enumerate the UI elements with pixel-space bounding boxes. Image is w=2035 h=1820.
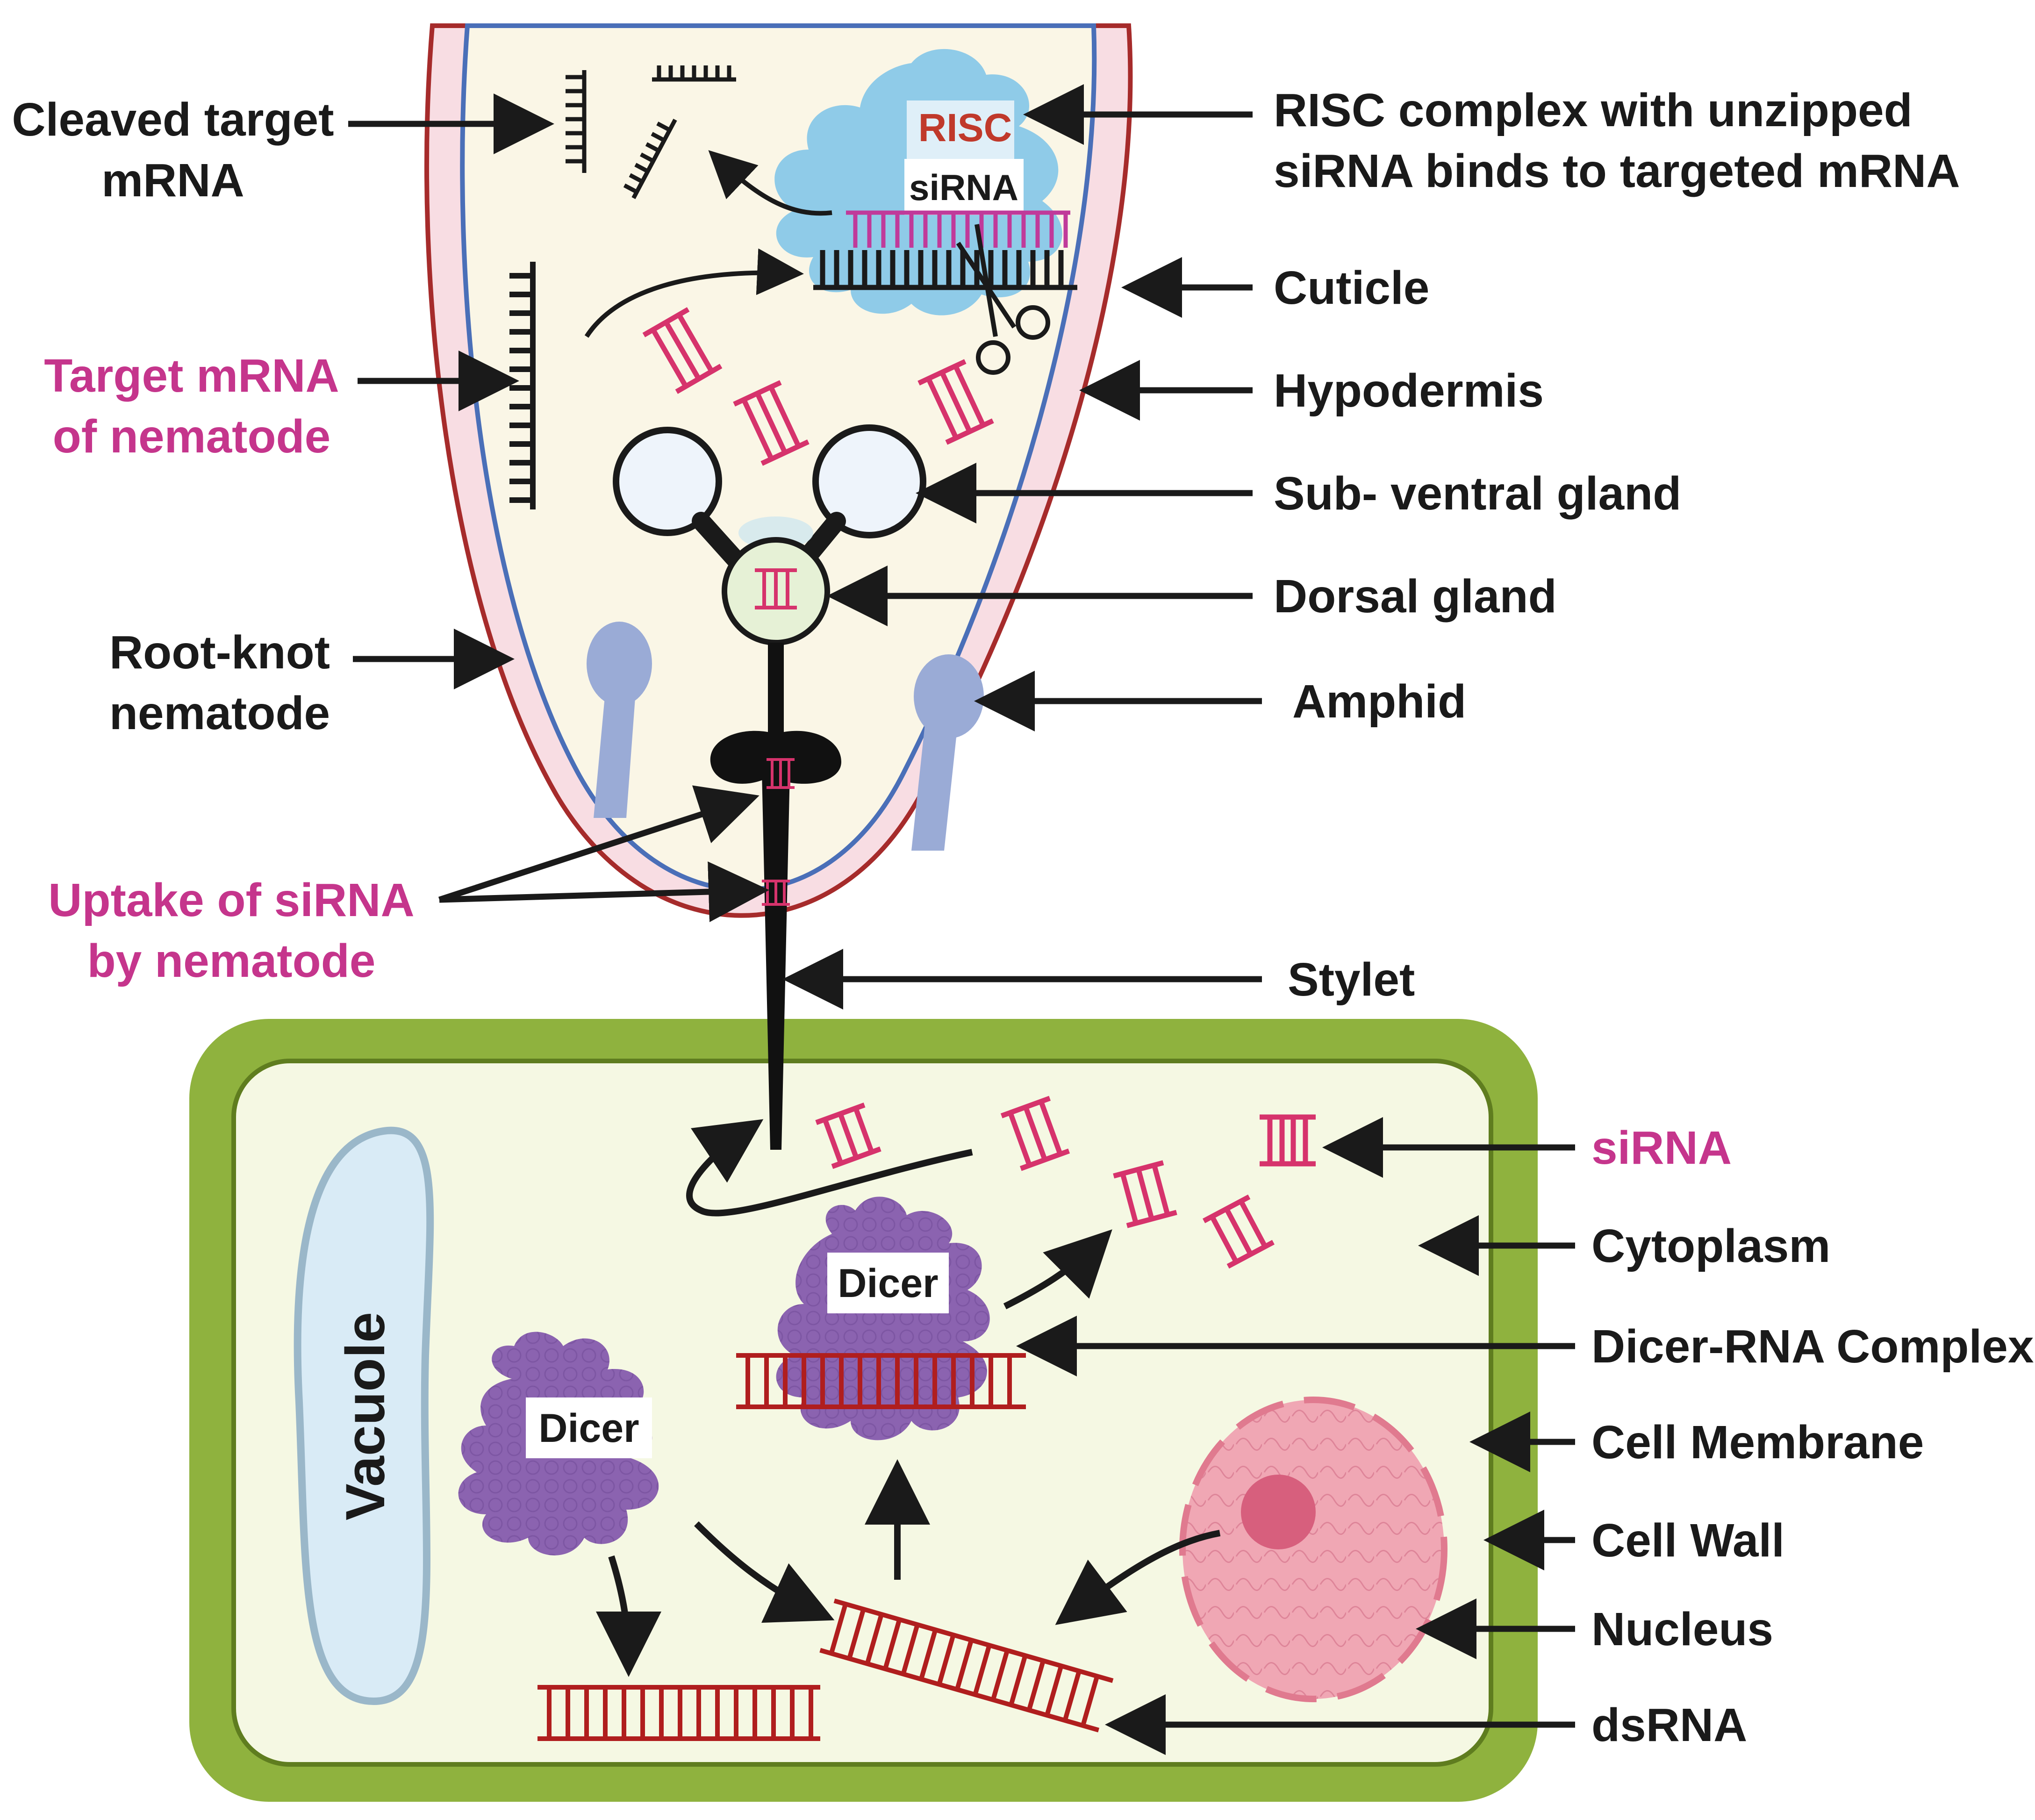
dicer-center-label: Dicer (838, 1261, 938, 1306)
dorsal-gland (722, 537, 830, 645)
scissors-icon (956, 224, 1050, 375)
vacuole-label: Vacuole (335, 1312, 396, 1520)
nucleus (1179, 1397, 1447, 1702)
sirna-fragments-nematode (642, 307, 994, 466)
cell-process-arrows (595, 1119, 1221, 1677)
amphid-right (911, 654, 984, 851)
label-uptake-2: by nematode (87, 935, 376, 987)
label-subventral: Sub- ventral gland (1274, 467, 1681, 520)
label-hypodermis: Hypodermis (1274, 365, 1544, 417)
label-target-mrna-1: Target mRNA (44, 350, 339, 402)
label-root-knot-1: Root-knot (109, 626, 330, 679)
label-cuticle: Cuticle (1274, 262, 1429, 314)
dsrna-free (537, 1685, 820, 1741)
label-cleaved-target-1: Cleaved target (12, 93, 334, 146)
nematode-process-arrows (584, 150, 832, 338)
label-dorsal: Dorsal gland (1274, 570, 1557, 623)
label-cleaved-target-2: mRNA (101, 154, 244, 207)
label-target-mrna-2: of nematode (53, 410, 330, 463)
label-amphid: Amphid (1292, 675, 1466, 728)
label-dsrna: dsRNA (1591, 1699, 1747, 1751)
label-stylet: Stylet (1288, 953, 1415, 1006)
risc-complex: RISC siRNA (774, 49, 1077, 315)
label-pointer-arrows (348, 84, 1575, 1755)
dsrna-dicer-complex (736, 1353, 1026, 1409)
target-mrna-strand (509, 262, 536, 509)
label-risc-complex-2: siRNA binds to targeted mRNA (1274, 145, 1960, 197)
risc-label: RISC (918, 106, 1012, 150)
subventral-gland-left (613, 427, 752, 577)
label-root-knot-2: nematode (109, 687, 330, 739)
label-nucleus: Nucleus (1591, 1603, 1773, 1655)
dicer-left-label: Dicer (538, 1406, 639, 1451)
cleaved-mrna-fragments (566, 65, 736, 199)
label-cell-wall: Cell Wall (1591, 1514, 1784, 1567)
dsrna-diagonal (819, 1598, 1114, 1733)
dicer-left: Dicer (458, 1332, 659, 1555)
amphid-left (587, 622, 652, 818)
sirna-fragments-cytoplasm (815, 1096, 1316, 1269)
label-uptake-1: Uptake of siRNA (48, 874, 414, 926)
label-sirna: siRNA (1591, 1122, 1732, 1174)
label-risc-complex-1: RISC complex with unzipped (1274, 84, 1913, 136)
labels: Cleaved target mRNA Target mRNA of nemat… (12, 84, 2034, 1751)
plant-cell: Vacuole Dicer Dicer (189, 1019, 1538, 1802)
nucleolus (1241, 1475, 1316, 1549)
label-dicer-rna: Dicer-RNA Complex (1591, 1320, 2034, 1373)
risc-sirna-label: siRNA (909, 167, 1018, 208)
label-cell-membrane: Cell Membrane (1591, 1416, 1924, 1469)
vacuole: Vacuole (294, 1126, 434, 1705)
label-cytoplasm: Cytoplasm (1591, 1220, 1830, 1272)
